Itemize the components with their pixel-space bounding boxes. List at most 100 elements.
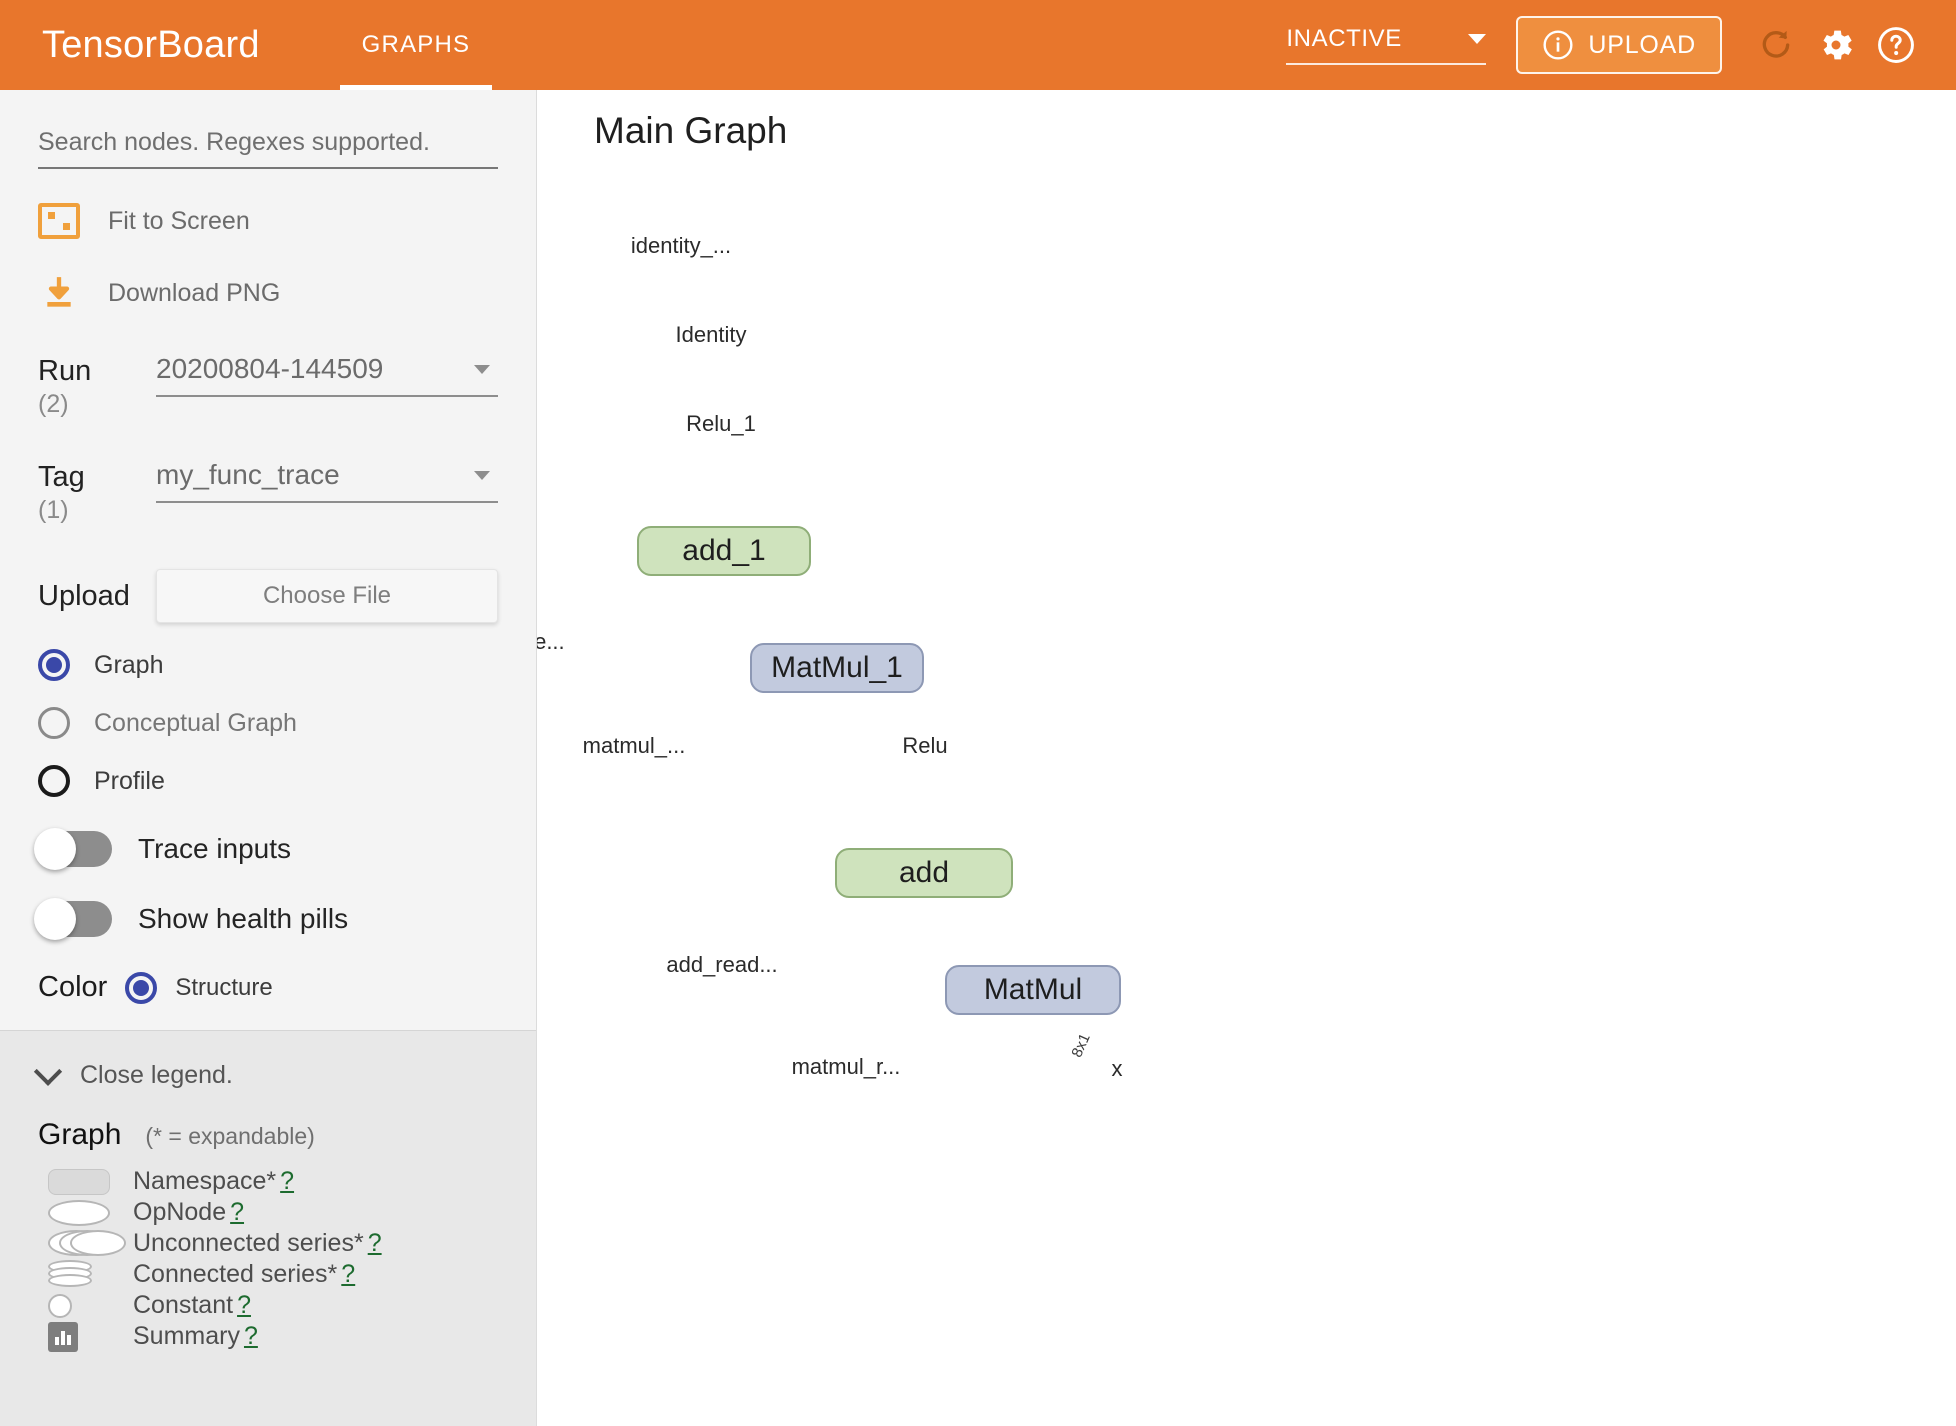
graph-title: Main Graph	[594, 110, 788, 151]
upload-button[interactable]: UPLOAD	[1516, 16, 1722, 74]
search-field[interactable]	[38, 128, 498, 169]
upload-row: Upload Choose File	[38, 569, 498, 623]
download-png-action[interactable]: Download PNG	[38, 273, 498, 313]
legend-subtitle: (* = expandable)	[145, 1123, 315, 1149]
tag-label-group: Tag (1)	[38, 455, 156, 525]
help-link-unconnected-series[interactable]: ?	[367, 1229, 382, 1257]
graph-node-add_1[interactable]: add_1	[637, 526, 811, 576]
legend-label-constant: Constant	[133, 1291, 234, 1319]
close-legend-button[interactable]: Close legend.	[33, 1057, 498, 1090]
graph-node-label-add_read: add_read...	[666, 952, 778, 977]
tag-select[interactable]: my_func_trace	[156, 455, 498, 503]
chevron-down-icon	[1468, 34, 1487, 44]
radio-conceptual-graph-indicator[interactable]	[38, 707, 70, 739]
graph-node-label-Identity: Identity	[675, 322, 747, 347]
radio-profile[interactable]: Profile	[38, 765, 498, 797]
sidebar: Fit to Screen Download PNG Run (2) 2020	[0, 90, 537, 1426]
upload-label-group: Upload	[38, 580, 156, 613]
toggle-show-health-pills-switch[interactable]	[34, 898, 112, 940]
legend-panel: Close legend. Graph (* = expandable) Nam…	[0, 1030, 536, 1426]
graph-edges	[537, 90, 837, 240]
toggle-trace-inputs-switch[interactable]	[34, 828, 112, 870]
legend-title-row: Graph (* = expandable)	[38, 1118, 498, 1152]
legend-title: Graph	[38, 1118, 122, 1151]
run-value: 20200804-144509	[156, 353, 384, 384]
graph-node-label-matmul_1_read: matmul_...	[582, 733, 686, 758]
choose-file-button[interactable]: Choose File	[156, 569, 498, 623]
fit-to-screen-action[interactable]: Fit to Screen	[38, 203, 498, 239]
toggle-trace-inputs[interactable]: Trace inputs	[34, 828, 498, 870]
legend-item-constant: Constant ?	[38, 1290, 498, 1321]
legend-item-unconnected-series: Unconnected series* ?	[38, 1228, 498, 1259]
edge-label: 8x1	[1068, 1030, 1094, 1061]
radio-structure-indicator[interactable]	[125, 971, 158, 1004]
nav-tabs: GRAPHS	[339, 0, 493, 90]
upload-label: Upload	[38, 579, 130, 612]
graph-node-MatMul[interactable]: MatMul	[945, 965, 1121, 1015]
sidebar-controls: Fit to Screen Download PNG Run (2) 2020	[0, 128, 536, 1004]
download-icon	[38, 273, 80, 313]
chevron-down-icon	[474, 470, 490, 480]
tab-graphs[interactable]: GRAPHS	[339, 0, 493, 90]
legend-item-namespace: Namespace* ?	[38, 1166, 498, 1197]
unconnected-series-swatch-icon	[38, 1229, 133, 1258]
refresh-button[interactable]	[1746, 15, 1806, 75]
tag-value: my_func_trace	[156, 459, 340, 490]
toggle-show-health-pills[interactable]: Show health pills	[34, 898, 498, 940]
fit-to-screen-label: Fit to Screen	[108, 206, 250, 235]
radio-structure-label: Structure	[175, 973, 273, 1001]
status-label: INACTIVE	[1286, 25, 1402, 52]
radio-conceptual-graph-label: Conceptual Graph	[94, 708, 297, 737]
app-brand: TensorBoard	[42, 23, 260, 66]
graph-node-label-matmul_read: matmul_r...	[791, 1054, 901, 1079]
run-label-group: Run (2)	[38, 349, 156, 419]
radio-conceptual-graph[interactable]: Conceptual Graph	[38, 707, 498, 739]
legend-label-summary: Summary	[133, 1322, 240, 1350]
graph-node-label-Relu_1: Relu_1	[686, 411, 756, 436]
graph-node-add[interactable]: add	[835, 848, 1013, 898]
radio-profile-label: Profile	[94, 766, 165, 795]
radio-graph[interactable]: Graph	[38, 649, 498, 681]
opnode-swatch-icon	[38, 1199, 133, 1226]
run-count: (2)	[38, 390, 69, 418]
close-legend-label: Close legend.	[80, 1061, 233, 1089]
connected-series-swatch-icon	[38, 1259, 133, 1290]
status-dropdown[interactable]: INACTIVE	[1286, 25, 1487, 65]
toggle-show-health-pills-label: Show health pills	[138, 903, 349, 934]
run-select[interactable]: 20200804-144509	[156, 349, 498, 397]
color-row: Color Structure	[38, 971, 498, 1004]
tag-selector-row: Tag (1) my_func_trace	[38, 455, 498, 525]
help-link-connected-series[interactable]: ?	[341, 1260, 356, 1288]
chevron-down-icon	[474, 364, 490, 374]
app-header: TensorBoard GRAPHS INACTIVE UPLOAD	[0, 0, 1956, 90]
legend-item-connected-series: Connected series* ?	[38, 1259, 498, 1290]
help-link-opnode[interactable]: ?	[230, 1198, 245, 1226]
run-selector-row: Run (2) 20200804-144509	[38, 349, 498, 419]
graph-node-MatMul_1[interactable]: MatMul_1	[750, 643, 924, 693]
graph-node-label-add_1_read: add_1_re...	[537, 629, 565, 654]
toggle-trace-inputs-label: Trace inputs	[138, 833, 292, 864]
legend-label-namespace: Namespace*	[133, 1167, 277, 1195]
tag-count: (1)	[38, 496, 69, 524]
radio-graph-indicator[interactable]	[38, 649, 70, 681]
help-button[interactable]	[1866, 15, 1926, 75]
radio-profile-indicator[interactable]	[38, 765, 70, 797]
legend-item-opnode: OpNode ?	[38, 1197, 498, 1228]
settings-button[interactable]	[1806, 15, 1866, 75]
refresh-icon	[1762, 30, 1790, 58]
chevron-down-icon	[33, 1057, 63, 1086]
radio-graph-label: Graph	[94, 650, 164, 679]
legend-label-opnode: OpNode	[133, 1198, 227, 1226]
search-input[interactable]	[38, 128, 498, 157]
tag-label: Tag	[38, 461, 85, 493]
color-label: Color	[38, 971, 108, 1003]
info-icon	[1543, 30, 1573, 60]
help-link-summary[interactable]: ?	[243, 1322, 258, 1350]
legend-label-connected-series: Connected series*	[133, 1260, 338, 1288]
constant-swatch-icon	[38, 1293, 133, 1318]
help-icon	[1878, 27, 1914, 63]
help-link-namespace[interactable]: ?	[280, 1167, 295, 1195]
help-link-constant[interactable]: ?	[237, 1291, 251, 1319]
run-label: Run	[38, 355, 92, 387]
